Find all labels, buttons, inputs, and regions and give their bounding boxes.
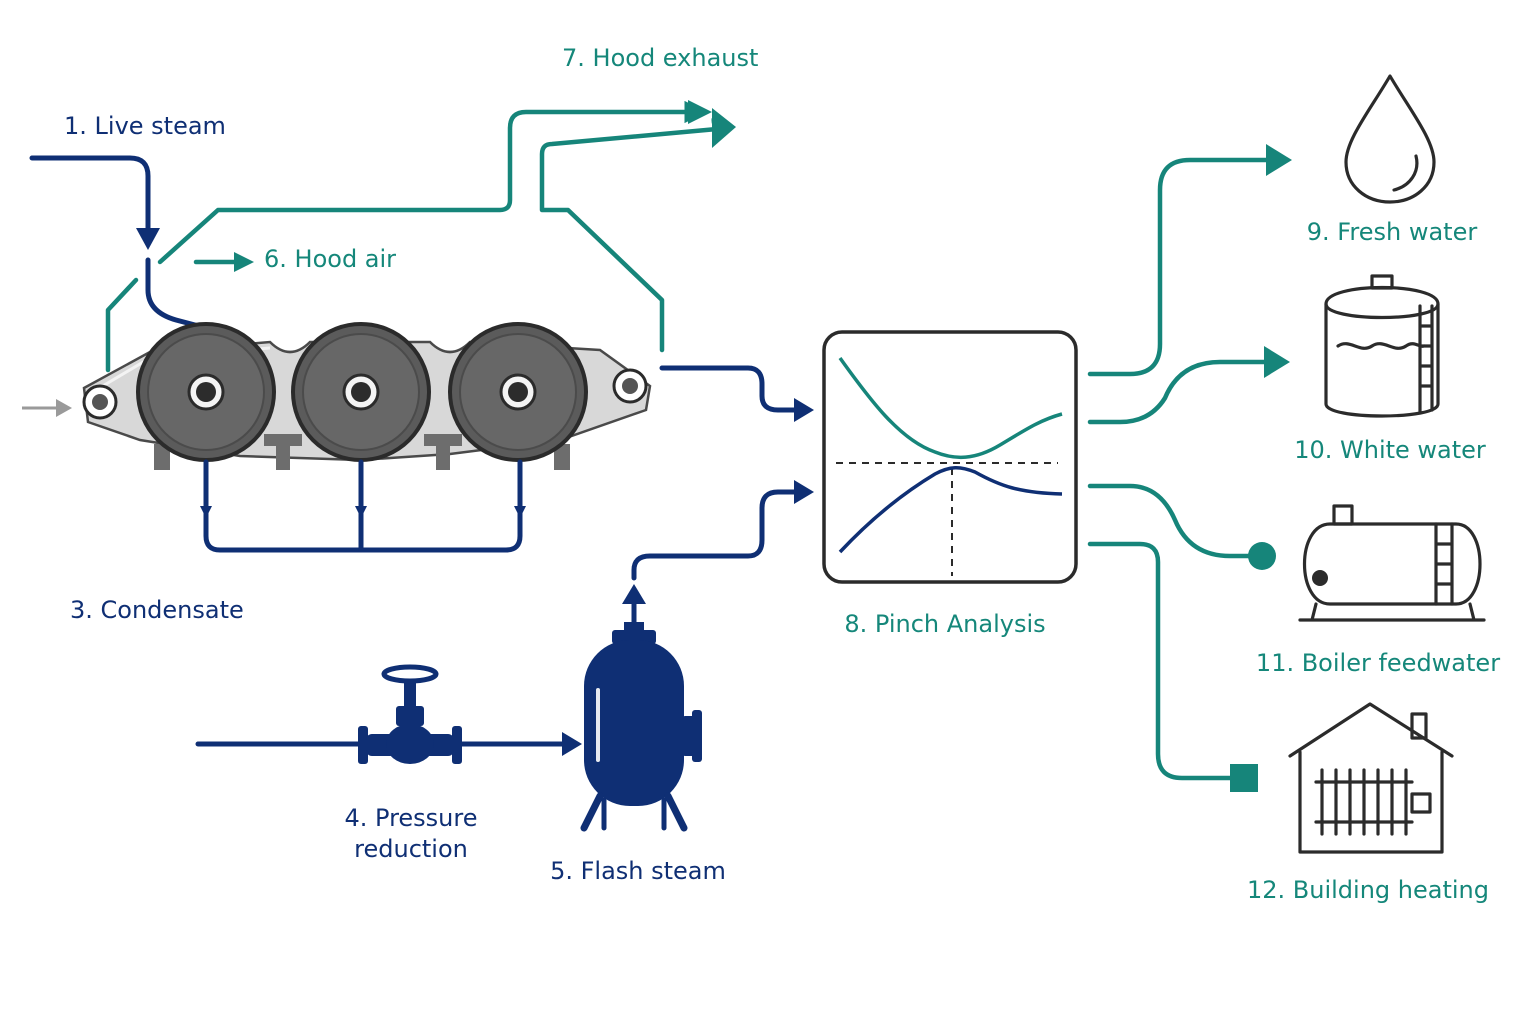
flash-steam-line bbox=[622, 480, 814, 625]
cold-composite-curve bbox=[838, 466, 1063, 554]
label-pressure-reduction-line1: 4. Pressure bbox=[344, 804, 477, 832]
label-hood-exhaust: 7. Hood exhaust bbox=[562, 44, 758, 72]
condensate-lines bbox=[200, 459, 526, 553]
water-drop-icon bbox=[1344, 74, 1436, 204]
pressure-line bbox=[195, 732, 582, 756]
pinch-analysis-box bbox=[822, 330, 1078, 584]
house-radiator-icon bbox=[1288, 702, 1454, 854]
label-live-steam: 1. Live steam bbox=[64, 112, 226, 140]
gate-valve-icon bbox=[358, 664, 462, 764]
label-fresh-water: 9. Fresh water bbox=[1307, 218, 1478, 246]
label-pinch-analysis: 8. Pinch Analysis bbox=[844, 610, 1045, 638]
output-lines bbox=[1087, 144, 1292, 792]
web-inlet-arrow bbox=[22, 399, 72, 417]
hood-exhaust-duct bbox=[157, 100, 735, 353]
dryer-cylinder-1 bbox=[136, 322, 276, 462]
label-boiler-feedwater: 11. Boiler feedwater bbox=[1256, 649, 1500, 677]
label-condensate: 3. Condensate bbox=[70, 596, 244, 624]
boiler-icon bbox=[1298, 504, 1486, 622]
label-pressure-reduction-line2: reduction bbox=[354, 835, 468, 863]
dryer-cylinder-3 bbox=[448, 322, 588, 462]
hood-air-line bbox=[105, 252, 254, 373]
dryer-section bbox=[82, 322, 652, 470]
label-flash-steam: 5. Flash steam bbox=[550, 857, 726, 885]
label-hood-air: 6. Hood air bbox=[264, 245, 396, 273]
dryer-to-pinch-line bbox=[659, 365, 814, 422]
dryer-cylinder-2 bbox=[291, 322, 431, 462]
hot-composite-curve bbox=[838, 356, 1063, 460]
label-white-water: 10. White water bbox=[1294, 436, 1486, 464]
hood-exhaust-arrowheads bbox=[688, 100, 736, 148]
flash-tank-icon bbox=[580, 622, 702, 832]
storage-tank-icon bbox=[1324, 274, 1440, 418]
live-steam-line bbox=[29, 155, 217, 333]
label-building-heating: 12. Building heating bbox=[1247, 876, 1489, 904]
